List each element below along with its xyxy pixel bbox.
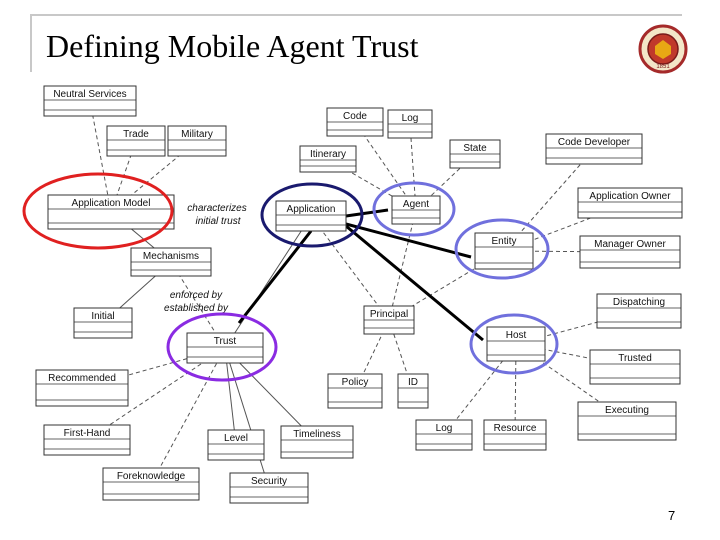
uml-class-code-log: Log — [387, 109, 433, 139]
uml-class-policy: Policy — [327, 373, 383, 409]
uml-class-application-model: Application Model — [47, 194, 175, 230]
uml-class-host: Host — [486, 326, 546, 362]
uml-class-mechanisms: Mechanisms — [130, 247, 212, 277]
association-note: characterizes — [187, 203, 246, 214]
uml-class-level: Level — [207, 429, 265, 461]
association-line — [224, 347, 237, 446]
uml-class-label: Code Developer — [558, 137, 631, 148]
uml-class-itinerary: Itinerary — [299, 145, 357, 173]
association-note: initial trust — [195, 216, 241, 227]
uml-class-label: Resource — [494, 423, 537, 434]
uml-class-label: Itinerary — [310, 149, 346, 160]
association-line — [89, 100, 112, 213]
uml-class-label: Policy — [342, 377, 369, 388]
uml-class-label: Agent — [403, 199, 429, 210]
emphasis-arrow — [345, 222, 472, 259]
uml-class-label: Executing — [605, 405, 649, 416]
association-note: enforced by — [170, 290, 223, 301]
uml-class-label: Code — [343, 111, 367, 122]
uml-class-label: Initial — [91, 311, 114, 322]
uml-class-label: Trust — [214, 336, 237, 347]
uml-class-timeliness: Timeliness — [280, 425, 354, 459]
emphasis-arrow — [345, 224, 484, 342]
seal-year: 1851 — [656, 64, 670, 70]
uml-class-label: Manager Owner — [594, 239, 666, 250]
uml-class-code: Code — [326, 107, 384, 137]
uml-class-application-owner: Application Owner — [577, 187, 683, 219]
uml-class-label: Timeliness — [293, 429, 340, 440]
association-note: established by — [164, 303, 229, 314]
uml-class-label: Recommended — [48, 373, 116, 384]
uml-class-neutral-services: Neutral Services — [43, 85, 137, 117]
uml-class-label: Neutral Services — [53, 89, 126, 100]
highlight-ring-application-model — [22, 172, 174, 250]
uml-class-label: Log — [402, 113, 419, 124]
highlight-ring-trust — [166, 312, 278, 382]
uml-class-label: State — [463, 143, 487, 154]
uml-class-code-developer: Code Developer — [545, 133, 643, 165]
uml-class-label: Trusted — [618, 353, 652, 364]
uml-class-label: First-Hand — [64, 428, 111, 439]
uml-class-foreknowledge: Foreknowledge — [102, 467, 200, 501]
uml-class-label: Mechanisms — [143, 251, 199, 262]
uml-class-label: Entity — [491, 236, 516, 247]
association-line — [150, 347, 226, 485]
page-number: 7 — [668, 508, 676, 523]
uml-class-manager-owner: Manager Owner — [579, 235, 681, 269]
uml-class-trusted: Trusted — [589, 349, 681, 385]
highlight-ring-agent — [372, 181, 456, 237]
highlight-ring-host — [469, 313, 559, 375]
highlight-ring-entity — [454, 218, 550, 280]
uml-class-military: Military — [167, 125, 227, 157]
uml-class-label: Foreknowledge — [117, 471, 186, 482]
uml-class-label: Level — [224, 433, 248, 444]
emphasis-arrow — [345, 208, 389, 218]
uml-class-entity: Entity — [474, 232, 534, 270]
uml-class-label: Dispatching — [613, 297, 665, 308]
uml-class-principal: Principal — [363, 305, 415, 335]
uml-class-id: ID — [397, 373, 429, 409]
association-line — [354, 121, 417, 211]
uml-class-label: Application Owner — [589, 191, 671, 202]
highlight-ring-application — [260, 182, 364, 248]
uml-class-label: Trade — [123, 129, 149, 140]
uml-class-label: Host — [506, 330, 527, 341]
uml-class-label: Application Model — [72, 198, 151, 209]
uml-class-trust: Trust — [186, 332, 264, 364]
uml-class-state: State — [449, 139, 501, 169]
uml-class-agent: Agent — [391, 195, 441, 225]
uml-class-host-log: Log — [415, 419, 473, 451]
uml-class-executing: Executing — [577, 401, 677, 441]
association-line — [310, 215, 390, 321]
uml-class-application: Application — [275, 200, 347, 232]
uml-class-dispatching: Dispatching — [596, 293, 682, 329]
uml-class-recommended: Recommended — [35, 369, 129, 407]
uml-class-label: Military — [181, 129, 213, 140]
title-bar-frame — [30, 14, 682, 72]
association-line — [224, 347, 270, 489]
uml-class-trade: Trade — [106, 125, 166, 157]
association-line — [388, 209, 417, 321]
uml-class-resource: Resource — [483, 419, 547, 451]
uml-class-initial: Initial — [73, 307, 133, 339]
slide-title: Defining Mobile Agent Trust — [46, 28, 419, 64]
university-seal-icon: 1851 — [638, 24, 688, 74]
association-line — [388, 319, 414, 392]
association-line — [224, 215, 312, 349]
uml-class-label: ID — [408, 377, 418, 388]
uml-class-security: Security — [229, 472, 309, 504]
uml-class-first-hand: First-Hand — [43, 424, 131, 456]
uml-class-label: Application — [287, 204, 336, 215]
uml-class-label: Principal — [370, 309, 408, 320]
uml-class-label: Security — [251, 476, 287, 487]
association-line — [443, 343, 517, 436]
uml-class-label: Log — [436, 423, 453, 434]
